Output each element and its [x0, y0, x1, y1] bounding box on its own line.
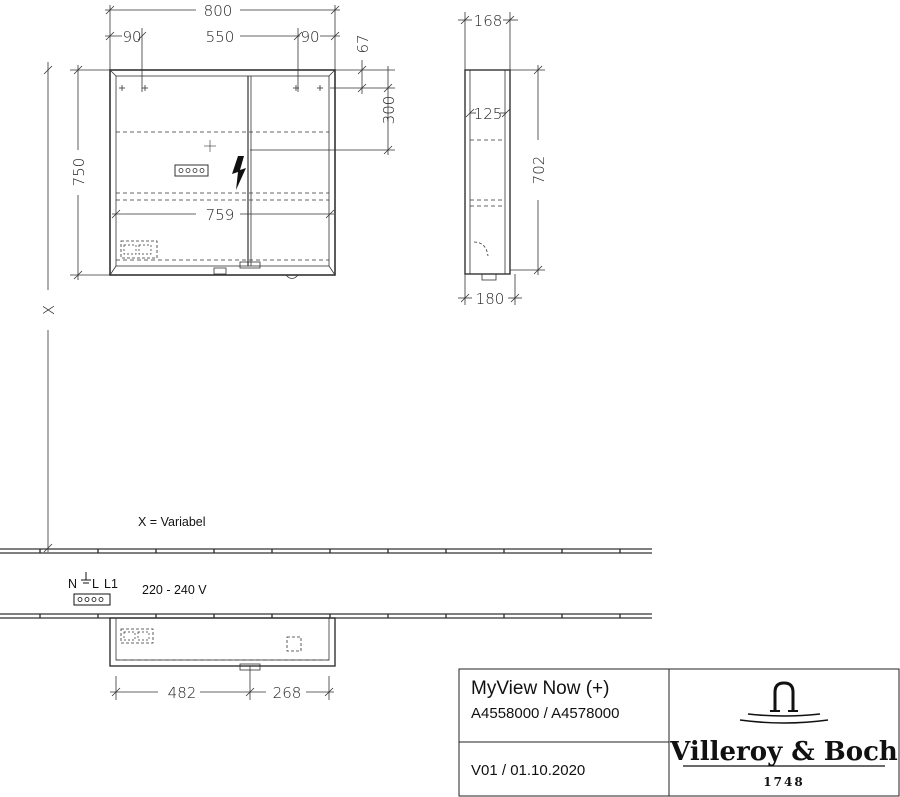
terminal-n-label: N — [68, 577, 77, 591]
dim-plan-left: 482 — [168, 684, 197, 702]
dim-total-width: 800 — [204, 2, 233, 20]
dim-center: 550 — [206, 28, 235, 46]
front-dimension-lines — [43, 5, 395, 553]
article-numbers: A4558000 / A4578000 — [471, 705, 619, 722]
dim-height: 750 — [70, 158, 88, 187]
dim-depth-bottom: 180 — [476, 290, 505, 308]
brand-name: Villeroy & Boch — [669, 737, 898, 767]
product-name: MyView Now (+) — [471, 678, 609, 699]
dim-plan-right: 268 — [273, 684, 302, 702]
variable-note: X = Variabel — [138, 515, 206, 529]
lightning-icon — [232, 156, 246, 190]
dim-side-left: 90 — [122, 28, 141, 46]
ground-icon — [81, 572, 91, 584]
dim-depth-top: 168 — [474, 12, 503, 30]
voltage-label: 220 - 240 V — [142, 583, 207, 597]
dim-shelf-offset: 300 — [380, 96, 398, 125]
front-view — [109, 69, 336, 279]
dim-inner-height: 702 — [530, 156, 548, 185]
power-terminal: N L L1 — [68, 572, 118, 606]
plan-view — [109, 617, 336, 700]
dim-top-offset: 67 — [354, 34, 372, 53]
terminal-l1-label: L1 — [104, 577, 118, 591]
version-date: V01 / 01.10.2020 — [471, 762, 585, 779]
brand-logo-icon — [739, 681, 829, 724]
dim-inner-width: 759 — [206, 206, 235, 224]
wall-lines — [0, 548, 652, 619]
dim-side-right: 90 — [300, 28, 319, 46]
dim-shelf-depth: 125 — [474, 105, 503, 123]
terminal-l-label: L — [92, 577, 99, 591]
dim-variable-x: X — [40, 305, 58, 315]
side-view — [458, 12, 545, 305]
brand-year: 1748 — [763, 775, 804, 789]
title-block — [458, 668, 900, 797]
